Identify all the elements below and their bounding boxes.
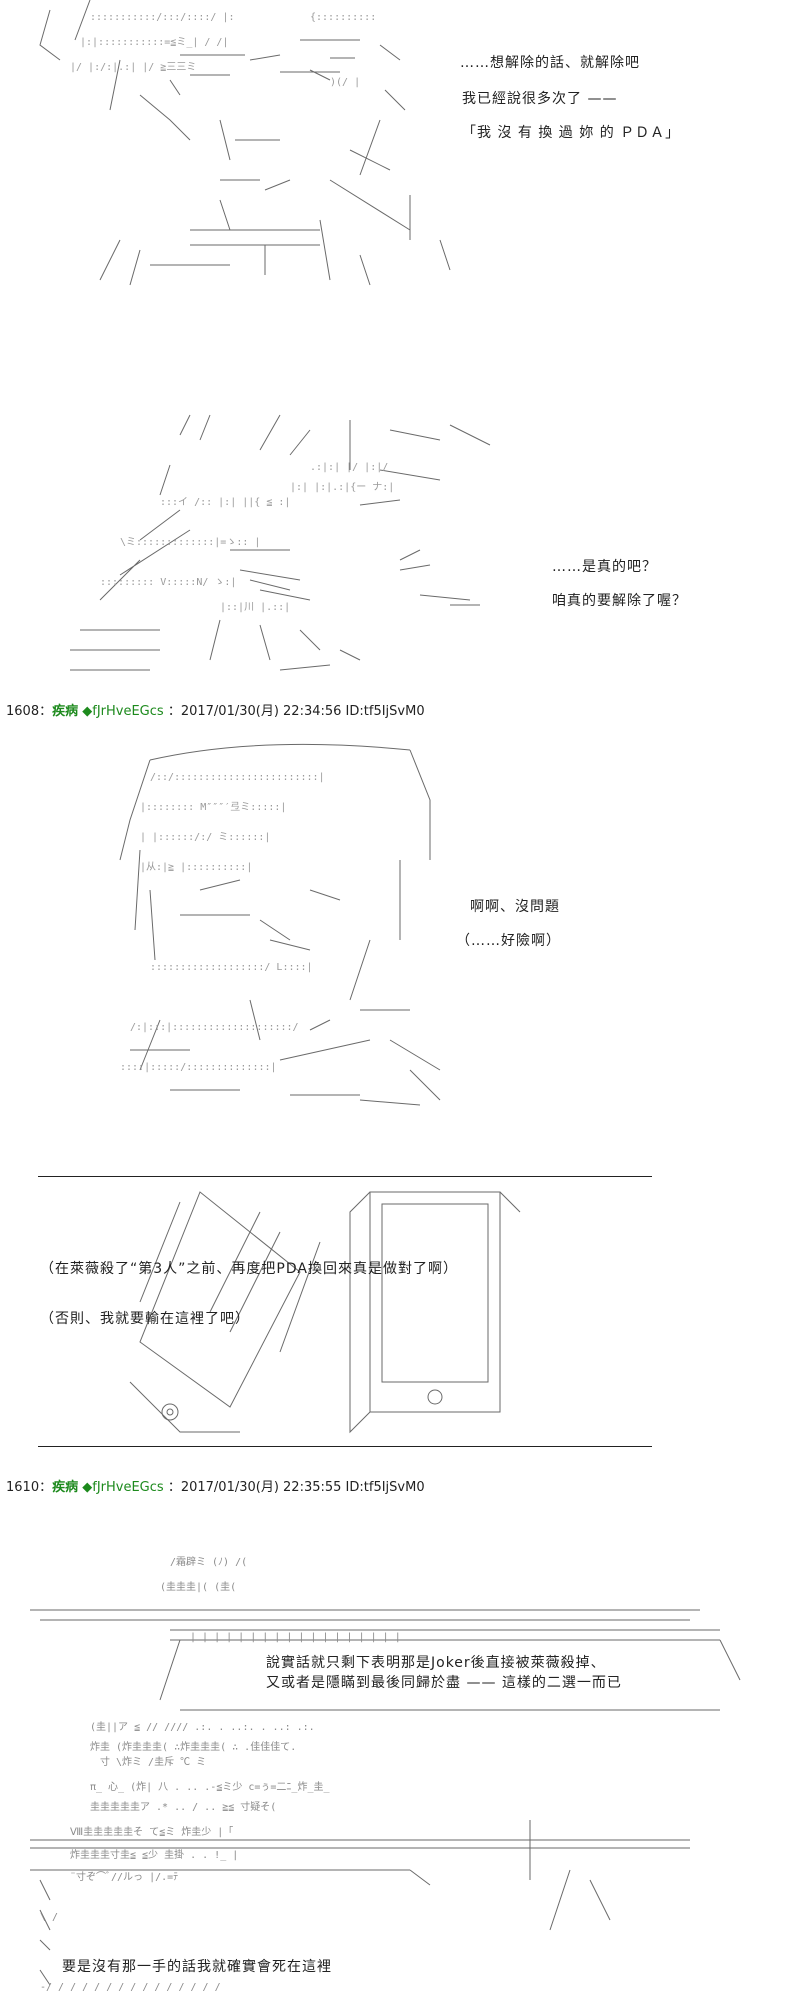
svg-text:寸 \炸ミ /圭斥 ℃ ミ: 寸 \炸ミ /圭斥 ℃ ミ <box>100 1755 206 1768</box>
svg-text:\ミ:::::::::::::|=ゝ:: |: \ミ:::::::::::::|=ゝ:: | <box>120 537 260 548</box>
post-number[interactable]: 1608： <box>6 704 53 719</box>
post-datetime: ：2017/01/30(月) 22:34:56 ID:tf5IjSvM0 <box>167 704 425 719</box>
panel-4: （在萊薇殺了“第3人”之前、再度把PDA換回來真是做對了啊） （否則、我就要輸在… <box>0 1176 810 1446</box>
svg-text::::::::::::/:::/::::/ |:: :::::::::::/:::/::::/ |: <box>90 12 235 23</box>
svg-text:::::|:::::/::::::::::::::|: ::::|:::::/::::::::::::::| <box>120 1062 277 1073</box>
svg-text:|:| |:|.:|{ー ナ:|: |:| |:|.:|{ー ナ:| <box>290 481 394 493</box>
svg-text::::イ /:: |:| ||{ ≦ :|: :::イ /:: |:| ||{ ≦ :| <box>160 497 290 508</box>
dialogue-line: ……想解除的話、就解除吧 <box>460 55 640 71</box>
dialogue-line: 啊啊、沒問題 <box>470 899 560 915</box>
panel-5: /霜辟ミ (ﾉ) /( (圭圭圭|( (圭( | | | | | | | | |… <box>0 1540 810 2000</box>
dialogue-line: 說實話就只剩下表明那是Joker後直接被萊薇殺掉、 <box>266 1655 606 1671</box>
svg-text:/霜辟ミ (ﾉ) /(: /霜辟ミ (ﾉ) /( <box>170 1555 247 1568</box>
dialogue-line: （……好險啊） <box>456 933 561 949</box>
svg-text:圭圭圭圭圭ア .* .. / ..: 圭圭圭圭圭ア .* .. / .. ≧≦ 寸疑そ( <box>90 1800 276 1813</box>
post-number[interactable]: 1610： <box>6 1480 53 1495</box>
svg-text:|:::::::: M″″″′弖ミ:::::|: |:::::::: M″″″′弖ミ:::::| <box>140 801 286 813</box>
svg-text:|/ |:/:|.:| |/ ≧三三ミ: |/ |:/:|.:| |/ ≧三三ミ <box>70 62 196 73</box>
svg-text:/:|:::|::::::::::::::::::::/: /:|:::|::::::::::::::::::::/ <box>130 1022 299 1033</box>
dialogue-line: 我已經說很多次了 —— <box>462 91 618 107</box>
svg-text:|:|:::::::::::=≦ミ_| / /|: |:|:::::::::::=≦ミ_| / /| <box>80 37 228 48</box>
post-datetime: ：2017/01/30(月) 22:35:55 ID:tf5IjSvM0 <box>167 1480 425 1495</box>
poster-trip: ◆fJrHveEGcs <box>82 704 164 719</box>
panel-1: :::::::::::/:::/::::/ |: |:|:::::::::::=… <box>0 0 810 290</box>
svg-text:|从:|≧ |::::::::::|: |从:|≧ |::::::::::| <box>140 862 252 873</box>
svg-text:| | | | | | | | | |: | | | | | | | | | | | | | | | | | | <box>190 1632 401 1643</box>
svg-text:::::::::: V:::::N/ ゝ:|: ::::::::: V:::::N/ ゝ:| <box>100 577 236 588</box>
dialogue-line: （在萊薇殺了“第3人”之前、再度把PDA換回來真是做對了啊） <box>40 1261 458 1277</box>
panel-2-ascii-art: .:|:| |/ |:|/ |:| |:|.:|{ー ナ:| :::イ /:: … <box>60 410 530 690</box>
panel-2: .:|:| |/ |:|/ |:| |:|.:|{ー ナ:| :::イ /:: … <box>0 410 810 700</box>
dialogue-line: 又或者是隱瞞到最後同歸於盡 —— 這樣的二選一而已 <box>266 1675 622 1691</box>
panel-1-ascii-art: :::::::::::/:::/::::/ |: |:|:::::::::::=… <box>30 0 470 290</box>
svg-text:炸圭 (炸圭圭圭( ∴炸圭圭圭( ∴ .佳佳佳: 炸圭 (炸圭圭圭( ∴炸圭圭圭( ∴ .佳佳佳て. <box>90 1740 296 1753</box>
panel-3-ascii-art: /::/::::::::::::::::::::::::| |:::::::: … <box>110 740 440 1120</box>
svg-text:(圭圭圭|( (圭(: (圭圭圭|( (圭( <box>160 1580 236 1593</box>
svg-text:)(/ |: )(/ | <box>330 77 360 88</box>
post-header: 1608：疾病 ◆fJrHveEGcs ：2017/01/30(月) 22:34… <box>6 700 425 719</box>
dialogue-line: （否則、我就要輸在這裡了吧） <box>40 1311 250 1327</box>
poster-name: 疾病 <box>52 1480 79 1495</box>
svg-text:¨寸ぞ⌒ﾞ//ルっ |/.: ¨寸ぞ⌒ﾞ//ルっ |/.=ﾃ <box>70 1870 178 1883</box>
svg-text:| |::::::/:/ ミ::::::|: | |::::::/:/ ミ::::::| <box>140 832 270 843</box>
svg-text:π_ 心_ (炸| 八 . .. .-≦ミ少: π_ 心_ (炸| 八 . .. .-≦ミ少 c=ぅ=二ﾆ_炸_圭_ <box>90 1780 330 1793</box>
phones-illustration <box>120 1182 560 1442</box>
dialogue-line: ……是真的吧？ <box>552 559 657 575</box>
svg-text:{::::::::::: {:::::::::: <box>310 12 376 23</box>
svg-text:|::|川 |.::|: |::|川 |.::| <box>220 602 290 613</box>
svg-text:-/ / / / / / / / / /: -/ / / / / / / / / / / / / / / <box>40 1982 221 1993</box>
svg-text:炸圭圭圭寸圭≦ ≦少 圭掛 . . !_ |: 炸圭圭圭寸圭≦ ≦少 圭掛 . . !_ | <box>70 1848 238 1861</box>
svg-text:/::/::::::::::::::::::::::::|: /::/::::::::::::::::::::::::| <box>150 772 325 783</box>
panel-4-top-rule <box>38 1176 652 1177</box>
poster-trip: ◆fJrHveEGcs <box>82 1480 164 1495</box>
dialogue-line: 要是沒有那一手的話我就確實會死在這裡 <box>62 1959 332 1975</box>
post-header: 1610：疾病 ◆fJrHveEGcs ：2017/01/30(月) 22:35… <box>6 1476 425 1495</box>
panel-3: /::/::::::::::::::::::::::::| |:::::::: … <box>0 740 810 1120</box>
dialogue-line: 「我 沒 有 換 過 妳 的 ＰＤＡ」 <box>462 125 681 141</box>
dialogue-line: 咱真的要解除了喔？ <box>552 593 687 609</box>
panel-4-bottom-rule <box>38 1446 652 1447</box>
svg-text:Ⅷ圭圭圭圭圭そ て≦ミ 炸圭少 |「: Ⅷ圭圭圭圭圭そ て≦ミ 炸圭少 |「 <box>70 1825 233 1838</box>
crowd-ascii-art: /霜辟ミ (ﾉ) /( (圭圭圭|( (圭( | | | | | | | | |… <box>30 1555 800 1993</box>
svg-text:(圭||ア ≦ // //// .:. .: (圭||ア ≦ // //// .:. . ..:. . ..: .:. <box>90 1720 315 1733</box>
poster-name: 疾病 <box>52 704 79 719</box>
svg-text:.:|:| |/ |:|/: .:|:| |/ |:|/ <box>310 462 388 473</box>
svg-text:\: \ / <box>40 1912 58 1923</box>
svg-text::::::::::::::::::::/ L::::|: :::::::::::::::::::/ L::::| <box>150 962 313 973</box>
